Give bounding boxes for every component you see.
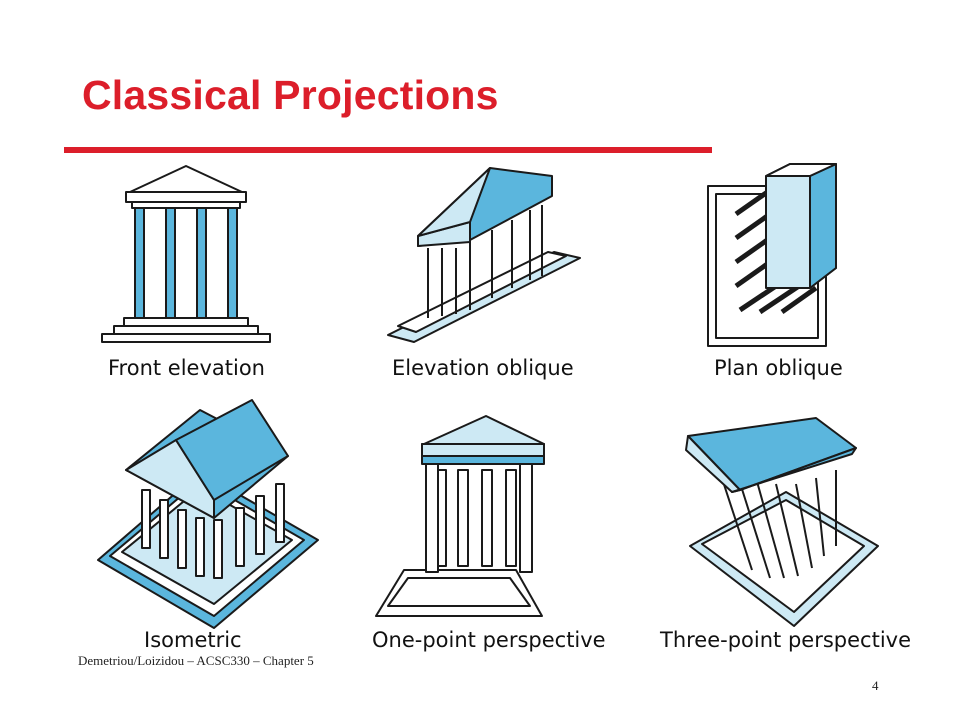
caption-isometric: Isometric bbox=[144, 628, 242, 652]
temple-front-elevation bbox=[101, 165, 271, 343]
temple-one-point-perspective bbox=[375, 415, 545, 617]
temple-elevation-oblique bbox=[387, 167, 581, 343]
caption-three-point-perspective: Three-point perspective bbox=[660, 628, 911, 652]
caption-plan-oblique: Plan oblique bbox=[714, 356, 843, 380]
page-number: 4 bbox=[872, 678, 879, 693]
caption-front-elevation: Front elevation bbox=[108, 356, 265, 380]
slide-title: Classical Projections bbox=[82, 72, 499, 118]
temple-isometric bbox=[97, 399, 319, 629]
title-underline bbox=[64, 147, 712, 153]
temple-plan-oblique bbox=[707, 163, 837, 347]
caption-one-point-perspective: One-point perspective bbox=[372, 628, 606, 652]
temple-three-point-perspective bbox=[685, 417, 879, 627]
caption-elevation-oblique: Elevation oblique bbox=[392, 356, 574, 380]
slide-footer: Demetriou/Loizidou – ACSC330 – Chapter 5 bbox=[78, 653, 314, 668]
